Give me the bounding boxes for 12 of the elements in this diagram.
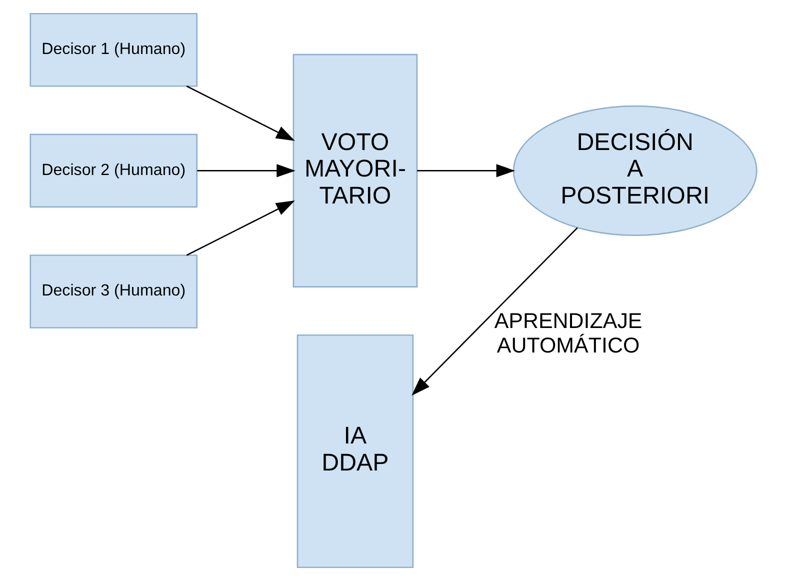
node-box: Decisor 1 (Humano): [29, 12, 197, 87]
node-box: Decisor 2 (Humano): [29, 134, 197, 208]
node-box: VOTO MAYORI- TARIO: [292, 54, 418, 288]
node-ellipse: DECISIÓN A POSTERIORI: [512, 105, 757, 236]
arrow: [411, 227, 578, 396]
arrow: [416, 164, 515, 178]
arrow: [186, 200, 294, 256]
edge-label: APRENDIZAJE AUTOMÁTICO: [494, 309, 642, 358]
arrow: [196, 164, 295, 178]
node-box: Decisor 3 (Humano): [29, 254, 197, 328]
arrow: [186, 86, 294, 141]
node-box: IA DDAP: [296, 334, 414, 568]
